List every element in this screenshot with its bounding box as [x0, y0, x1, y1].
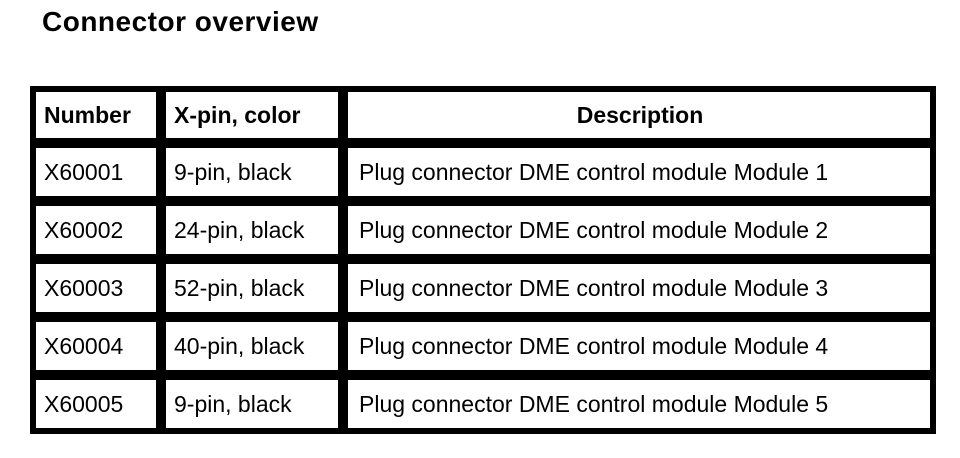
cell-number: X60001	[31, 143, 161, 201]
page-title: Connector overview	[42, 6, 319, 37]
cell-description: Plug connector DME control module Module…	[343, 375, 935, 433]
header-cell-number: Number	[31, 87, 161, 143]
table-row: X60005 9-pin, black Plug connector DME c…	[31, 375, 935, 433]
table-row: X60003 52-pin, black Plug connector DME …	[31, 259, 935, 317]
table-header-row: Number X-pin, color Description	[31, 87, 935, 143]
table-row: X60001 9-pin, black Plug connector DME c…	[31, 143, 935, 201]
cell-number: X60003	[31, 259, 161, 317]
cell-description: Plug connector DME control module Module…	[343, 143, 935, 201]
cell-description: Plug connector DME control module Module…	[343, 317, 935, 375]
cell-pin-color: 9-pin, black	[161, 143, 343, 201]
cell-number: X60004	[31, 317, 161, 375]
cell-pin-color: 52-pin, black	[161, 259, 343, 317]
header-cell-description: Description	[343, 87, 935, 143]
cell-description: Plug connector DME control module Module…	[343, 201, 935, 259]
cell-pin-color: 24-pin, black	[161, 201, 343, 259]
connector-overview-table: Number X-pin, color Description X60001 9…	[30, 86, 936, 434]
table-row: X60002 24-pin, black Plug connector DME …	[31, 201, 935, 259]
header-cell-pin-color: X-pin, color	[161, 87, 343, 143]
table-row: X60004 40-pin, black Plug connector DME …	[31, 317, 935, 375]
cell-pin-color: 40-pin, black	[161, 317, 343, 375]
cell-pin-color: 9-pin, black	[161, 375, 343, 433]
cell-description: Plug connector DME control module Module…	[343, 259, 935, 317]
cell-number: X60005	[31, 375, 161, 433]
cell-number: X60002	[31, 201, 161, 259]
